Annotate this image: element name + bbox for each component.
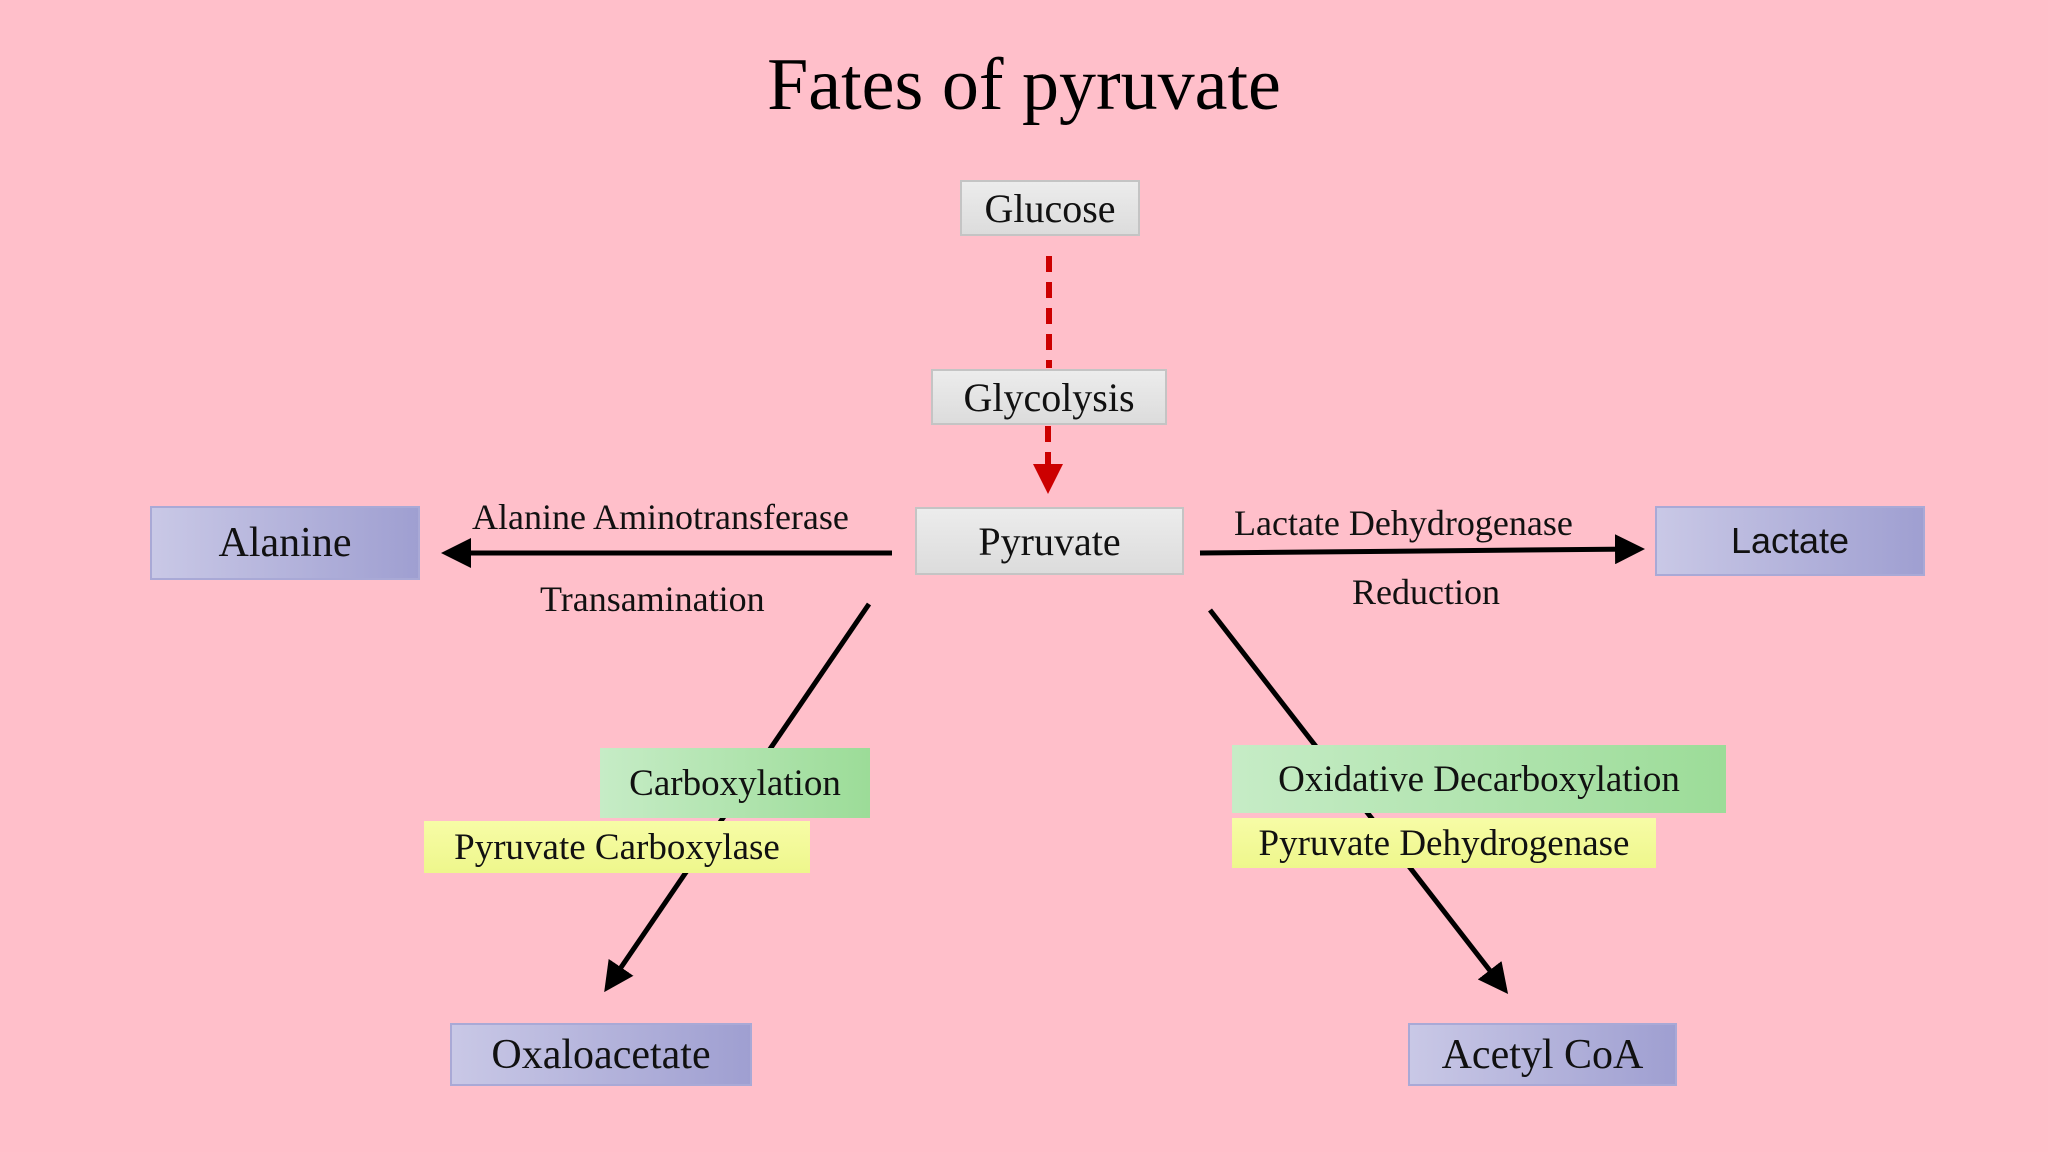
label-alanine-enzyme: Alanine Aminotransferase — [472, 497, 849, 537]
label-acetyl-coa-enzyme: Pyruvate Dehydrogenase — [1232, 818, 1656, 868]
node-glycolysis: Glycolysis — [931, 369, 1167, 425]
label-acetyl-coa-process: Oxidative Decarboxylation — [1232, 745, 1726, 813]
node-glucose: Glucose — [960, 180, 1140, 236]
lactate-arrow — [1199, 534, 1645, 565]
page-title: Fates of pyruvate — [767, 44, 1281, 126]
node-alanine: Alanine — [150, 506, 420, 580]
node-lactate: Lactate — [1655, 506, 1925, 576]
label-alanine-process: Transamination — [540, 579, 765, 619]
label-oxaloacetate-process: Carboxylation — [600, 748, 870, 818]
node-pyruvate: Pyruvate — [915, 507, 1184, 575]
node-acetyl-coa: Acetyl CoA — [1408, 1023, 1677, 1086]
node-oxaloacetate: Oxaloacetate — [450, 1023, 752, 1086]
label-lactate-process: Reduction — [1352, 572, 1500, 612]
label-lactate-enzyme: Lactate Dehydrogenase — [1234, 503, 1573, 543]
label-oxaloacetate-enzyme: Pyruvate Carboxylase — [424, 821, 810, 873]
